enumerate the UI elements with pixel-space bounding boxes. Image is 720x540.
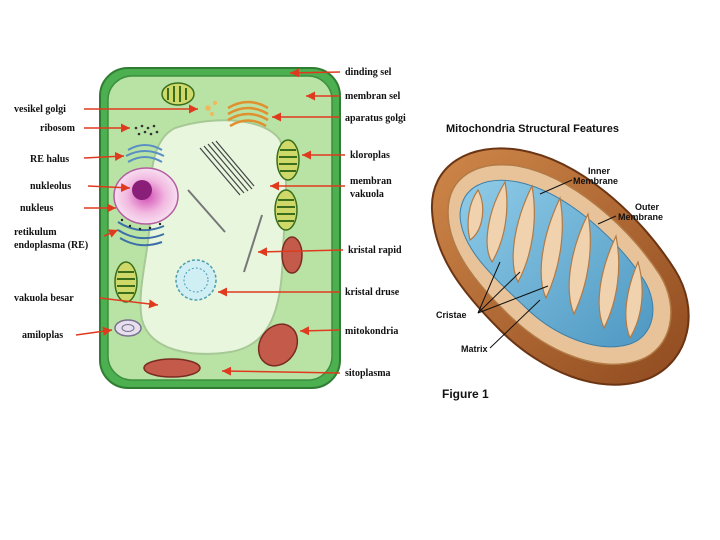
chloroplast — [161, 82, 195, 106]
chloroplast — [114, 261, 138, 303]
mitochondrion — [281, 236, 303, 274]
cristae — [467, 180, 643, 340]
label-kloroplas: kloroplas — [350, 150, 390, 161]
mitochondrion — [143, 358, 201, 378]
arrow-amiloplas — [75, 326, 113, 336]
golgi-vesicles — [205, 100, 218, 116]
label-ribosom: ribosom — [40, 123, 76, 134]
label-nukleus: nukleus — [20, 203, 53, 214]
ribosomes — [134, 124, 159, 136]
druse-crystal — [175, 259, 217, 301]
arrow-mitokondria — [299, 326, 341, 336]
label-endoplasma-re: endoplasma (RE) — [14, 240, 88, 251]
label-membran-sel: membran sel — [345, 91, 400, 102]
label-vesikel-golgi: vesikel golgi — [14, 104, 66, 115]
raphide-crystal-bundle — [199, 140, 255, 196]
chloroplast — [274, 189, 298, 231]
arrow-re-halus — [83, 151, 125, 161]
arrow-re — [103, 229, 119, 238]
nucleolus — [132, 180, 152, 200]
arrow-vakuola-besar — [99, 297, 159, 309]
left-arrows — [75, 104, 198, 336]
chloroplast — [276, 139, 300, 181]
mito-leader-lines — [477, 179, 617, 349]
arrow-sitoplasma — [221, 366, 341, 376]
mitochondria-diagram: Mitochondria Structural Features Inner M… — [430, 123, 690, 401]
label-outer-membrane-line1: Outer — [635, 202, 660, 212]
label-matrix: Matrix — [461, 344, 488, 354]
label-amiloplas: amiloplas — [22, 330, 63, 341]
arrow-nukleolus — [87, 183, 131, 193]
label-sitoplasma: sitoplasma — [345, 368, 391, 379]
label-inner-membrane-line1: Inner — [588, 166, 611, 176]
label-vakuola-besar: vakuola besar — [14, 293, 74, 304]
amyloplast-core — [121, 324, 135, 332]
right-arrows — [218, 68, 345, 376]
label-retikulum: retikulum — [14, 227, 57, 238]
amyloplast — [114, 319, 142, 337]
label-membran: membran — [350, 176, 392, 187]
arrow-dinding-sel — [289, 68, 341, 78]
golgi-apparatus — [227, 100, 269, 128]
label-vakuola: vakuola — [350, 189, 384, 200]
label-mitokondria: mitokondria — [345, 326, 398, 337]
label-kristal-druse: kristal druse — [345, 287, 400, 298]
rough-er-ribosomes — [120, 218, 162, 231]
mitochondrion — [257, 323, 299, 367]
label-outer-membrane-line2: Membrane — [618, 212, 663, 222]
label-kristal-rapid: kristal rapid — [348, 245, 402, 256]
label-cristae: Cristae — [436, 310, 467, 320]
right-labels: dinding sel membran sel aparatus golgi k… — [345, 67, 406, 379]
raphide-crystal — [187, 189, 226, 233]
label-inner-membrane-line2: Membrane — [573, 176, 618, 186]
label-aparatus-golgi: aparatus golgi — [345, 113, 406, 124]
label-dinding-sel: dinding sel — [345, 67, 392, 78]
arrow-kristal-rapid — [257, 247, 344, 257]
plant-cell-diagram: vesikel golgi ribosom RE halus nukleolus… — [14, 67, 406, 389]
label-nukleolus: nukleolus — [30, 181, 71, 192]
raphide-crystal — [243, 214, 263, 273]
mitochondria-title: Mitochondria Structural Features — [446, 123, 619, 135]
label-re-halus: RE halus — [30, 154, 69, 165]
figure-caption: Figure 1 — [442, 387, 489, 401]
smooth-er — [125, 144, 165, 163]
left-labels: vesikel golgi ribosom RE halus nukleolus… — [14, 104, 88, 341]
